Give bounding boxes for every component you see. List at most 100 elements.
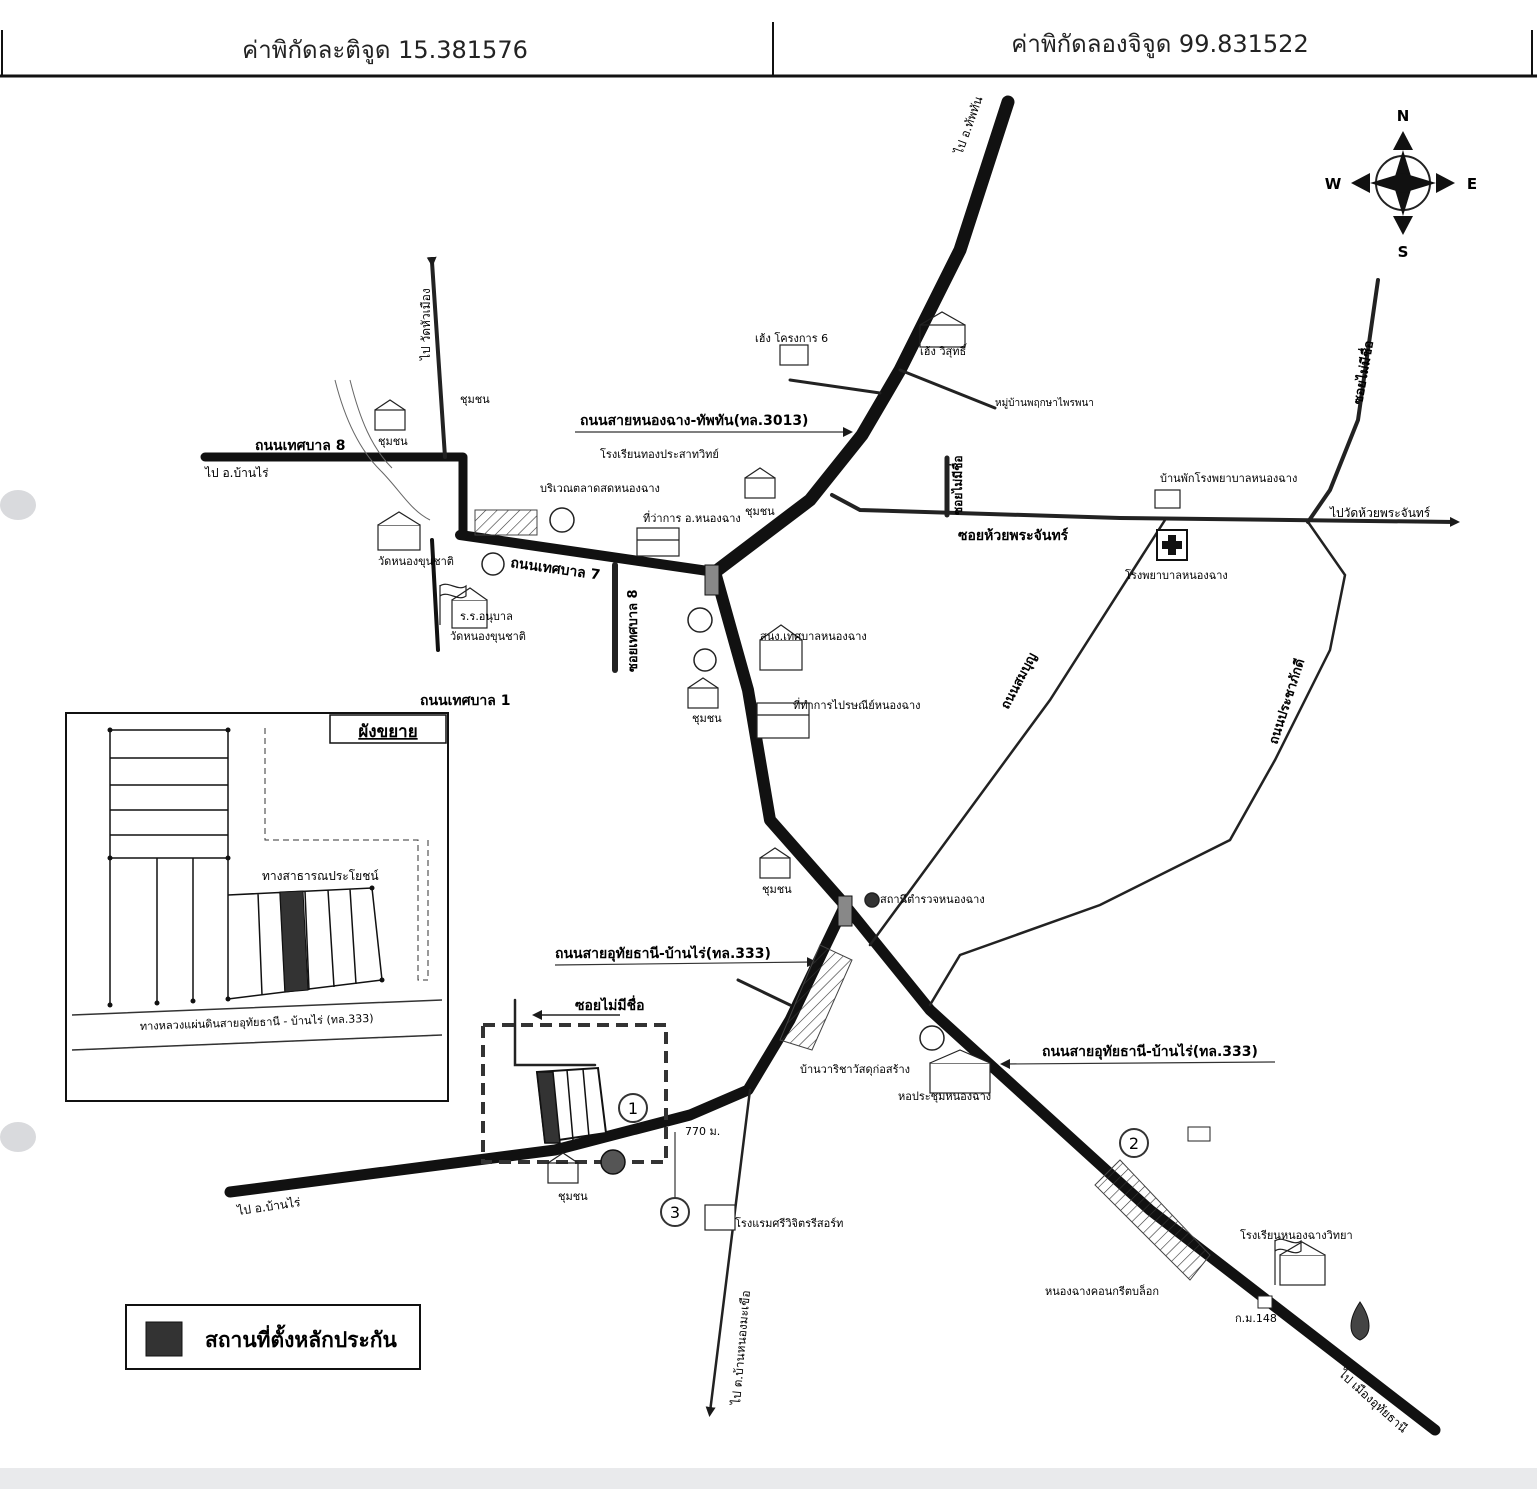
compass-s-label: S <box>1398 243 1409 261</box>
road-333-north <box>709 566 851 911</box>
road-label-to-ban-nong-makhuea: ไป ต.บ้านหนองมะเขือ <box>729 1290 753 1406</box>
marker-1-label: 1 <box>628 1099 638 1118</box>
label-police: สถานีตำรวจหนองฉาง <box>880 893 985 906</box>
marker-3-label: 3 <box>670 1203 680 1222</box>
footer-band <box>0 1468 1537 1489</box>
road-soi-hatch <box>736 978 792 1007</box>
road-label-to-thap-than: ไป อ.ทัพทัน <box>951 94 985 157</box>
label-km-marker: ก.ม.148 <box>1235 1312 1277 1325</box>
road-thesaban-1 <box>430 538 440 652</box>
compass-e-label: E <box>1467 175 1477 193</box>
latitude-label: ค่าพิกัดละติจูด 15.381576 <box>242 36 528 65</box>
header-frame <box>0 22 1537 78</box>
label-market: บริเวณตลาดสดหนองฉาง <box>540 482 660 495</box>
site-plots <box>535 1066 608 1144</box>
road-wat-hua-mueang <box>426 256 447 459</box>
stream <box>334 379 431 521</box>
label-hospital: โรงพยาบาลหนองฉาง <box>1125 568 1228 582</box>
inset-public-road-label: ทางสาธารณประโยชน์ <box>262 869 379 883</box>
soi-huai-phra-chan <box>830 493 1460 527</box>
label-nong-chang-sign: หนองฉางคอนกรีตบล็อก <box>1045 1284 1159 1298</box>
longitude-label: ค่าพิกัดลองจิจูด 99.831522 <box>1011 30 1308 59</box>
compass-n-label: N <box>1397 107 1410 125</box>
soi-inset-left <box>513 998 597 1067</box>
soi-no-name-right <box>1306 278 1380 524</box>
label-temple: วัดหนองขุนชาติ <box>378 555 454 568</box>
label-moo-ban: หมู่บ้านพฤกษาไพรพนา <box>995 397 1094 409</box>
road-label-thesaban-1: ถนนเทศบาล 1 <box>420 693 510 709</box>
label-community-6: ชุมชน <box>558 1190 588 1203</box>
hatched-area-north <box>779 944 853 1051</box>
label-community-4: ชุมชน <box>692 712 722 725</box>
road-label-soi-thesaban-8: ซอยเทศบาล 8 <box>626 589 641 672</box>
road-label-to-wat-hua-mueang: ไป วัดหัวเมือง <box>419 288 433 361</box>
hospital-icon <box>1156 529 1188 561</box>
label-ban-chang: บ้านวาริชาวัสดุก่อสร้าง <box>800 1063 910 1076</box>
building-icon <box>377 489 1326 1286</box>
road-prasan <box>788 378 882 395</box>
road-label-to-ban-rai-bottom: ไป อ.บ้านไร่ <box>235 1195 301 1218</box>
label-school-thong: โรงเรียนทองประสาทวิทย์ <box>600 447 719 461</box>
community-icon <box>374 311 966 1184</box>
traffic-light-icon <box>837 895 853 927</box>
road-label-som-bun: ถนนสมบุญ <box>998 651 1040 712</box>
road-label-to-wat-huai-phra-chan: ไปวัดห้วยพระจันทร์ <box>1329 506 1431 520</box>
road-pracha-phak <box>928 520 1347 1007</box>
label-heng-visit: เฮ้ง วิสุทธิ์ <box>920 343 968 358</box>
marker-1 <box>618 1093 648 1123</box>
traffic-light-icon <box>704 564 720 596</box>
road-label-soi-huai-phra-chan: ซอยห้วยพระจันทร์ <box>958 527 1069 544</box>
compass-w-label: W <box>1325 175 1342 193</box>
marker-2 <box>1119 1128 1149 1158</box>
road-3013 <box>708 95 1015 579</box>
label-municipal-hall: หอประชุมหนองฉาง <box>898 1090 991 1103</box>
gas-station-icon <box>600 1149 1370 1341</box>
label-community-5: ชุมชน <box>762 883 792 896</box>
label-stadium: สนง.เทศบาลหนองฉาง <box>760 630 867 643</box>
road-label-pracha-phak: ถนนประชาภักดี <box>1266 657 1309 746</box>
label-community-3: ชุมชน <box>745 505 775 518</box>
compass-icon <box>1351 131 1455 235</box>
label-hotel: โรงแรมศรีวิจิตรรีสอร์ท <box>735 1216 843 1230</box>
seal-icon <box>481 507 945 1051</box>
road-label-to-ban-rai-top: ไป อ.บ้านไร่ <box>204 466 269 480</box>
road-moo-ban <box>898 368 997 410</box>
label-distance: 770 ม. <box>685 1125 720 1138</box>
arrow-333-right <box>1000 1058 1276 1069</box>
legend-label: สถานที่ตั้งหลักประกัน <box>205 1324 397 1352</box>
minor-roads <box>426 256 1460 1417</box>
road-label-highway-3013: ถนนสายหนองฉาง-ทัพทัน(ทล.3013) <box>580 413 808 429</box>
legend-box <box>125 1304 421 1370</box>
road-label-highway-333-top: ถนนสายอุทัยธานี-บ้านไร่(ทล.333) <box>555 944 771 962</box>
inset-title: ผังขยาย <box>358 722 417 742</box>
label-community-2: ชุมชน <box>378 435 408 448</box>
label-community-1: ชุมชน <box>460 393 490 406</box>
arrow-333-top <box>554 957 817 968</box>
hole-punch-mark <box>0 490 36 1152</box>
km-post-icon <box>1187 1126 1273 1309</box>
hatched-area-market <box>474 509 538 536</box>
road-333-east <box>839 899 1441 1436</box>
legend-swatch <box>145 1321 183 1357</box>
road-label-thesaban-7: ถนนเทศบาล 7 <box>509 555 601 583</box>
label-school-wittaya: โรงเรียนหนองฉางวิทยา <box>1240 1228 1353 1242</box>
inset-box <box>65 712 449 1102</box>
road-label-highway-333-right: ถนนสายอุทัยธานี-บ้านไร่(ทล.333) <box>1042 1042 1258 1060</box>
site-dashed-box <box>481 1023 668 1164</box>
hatched-area-south <box>1094 1159 1211 1281</box>
road-label-soi-no-name-top: ซอยไม่มีชื่อ <box>949 455 965 515</box>
road-label-soi-no-name-site: ซอยไม่มีชื่อ <box>575 995 645 1014</box>
label-kindergarten: ร.ร.อนุบาล <box>460 610 513 623</box>
label-hospital-residence: บ้านพักโรงพยาบาลหนองฉาง <box>1160 471 1297 485</box>
road-thesaban-8 <box>200 452 468 540</box>
road-label-soi-no-name-right: ซอยไม่มีชื่อ <box>1348 339 1377 406</box>
road-thesaban-7 <box>455 530 720 577</box>
road-label-thesaban-8: ถนนเทศบาล 8 <box>255 438 345 454</box>
label-post-office: ที่ทำการไปรษณีย์หนองฉาง <box>793 697 921 712</box>
label-district-office: ที่ว่าการ อ.หนองฉาง <box>643 510 741 525</box>
label-prasan-project: เฮ้ง โครงการ 6 <box>755 331 828 345</box>
flag-icon <box>439 583 1302 1285</box>
label-kindergarten-2: วัดหนองขุนชาติ <box>450 630 526 643</box>
road-som-bun <box>868 518 1167 947</box>
